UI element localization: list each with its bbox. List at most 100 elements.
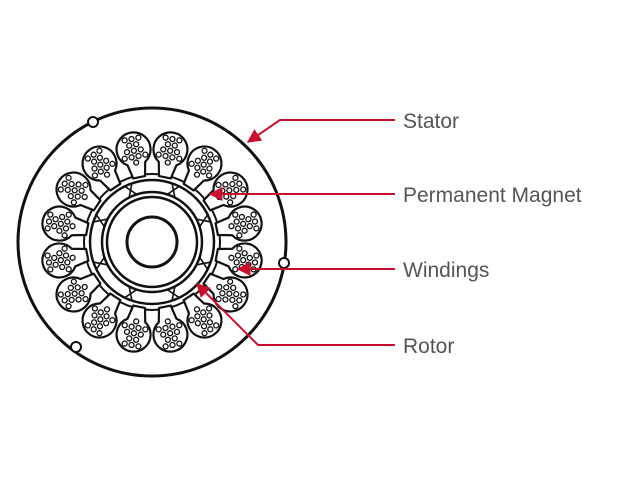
wire-strand (44, 252, 51, 259)
wire-strand (164, 318, 171, 325)
winding-slot (41, 205, 90, 242)
wire-strand (61, 232, 68, 239)
wire-strand (253, 252, 260, 259)
slot-outline (55, 171, 102, 212)
wire-strand (135, 343, 142, 350)
wire-strand (230, 284, 237, 291)
wire-strand (228, 254, 235, 261)
wire-strand (246, 222, 253, 230)
wire-strand (96, 323, 104, 330)
wire-strand (194, 164, 201, 171)
wire-bundle (57, 174, 89, 206)
wire-strand (232, 266, 239, 273)
wire-strand (160, 331, 167, 338)
wire-strand (222, 181, 229, 188)
wire-strand (64, 259, 71, 266)
magnet-segment-divider (93, 256, 108, 270)
wire-bundle (57, 278, 89, 310)
wire-strand (166, 147, 174, 154)
wire-strand (61, 245, 68, 252)
rotor (105, 195, 199, 289)
wire-strand (97, 316, 104, 323)
wire-strand (67, 193, 74, 200)
wire-strand (132, 336, 140, 343)
winding-slot (152, 131, 189, 180)
wire-strand (65, 174, 72, 181)
wire-strand (91, 165, 98, 172)
wire-strand (61, 297, 68, 304)
wire-strand (223, 284, 230, 291)
wire-strand (201, 147, 208, 154)
wire-strand (128, 154, 135, 161)
wire-strand (90, 326, 97, 333)
wire-strand (57, 186, 64, 193)
wire-strand (200, 168, 207, 175)
wire-strand (227, 199, 234, 206)
wire-strand (169, 323, 176, 330)
slot-outline (182, 145, 223, 192)
wire-strand (81, 193, 88, 201)
wire-strand (47, 211, 54, 218)
magnet-segment-divider (196, 214, 211, 228)
wire-strand (213, 155, 220, 162)
wire-strand (90, 158, 98, 165)
wire-strand (90, 319, 98, 326)
wire-strand (65, 303, 72, 310)
wire-strand (44, 225, 51, 232)
wire-strand (123, 328, 131, 335)
stator-label: Stator (403, 110, 459, 133)
wire-strand (56, 227, 63, 234)
wire-strand (91, 172, 99, 179)
wire-strand (162, 324, 169, 332)
wire-strand (193, 306, 201, 313)
wire-bundle (155, 134, 183, 166)
wire-bundle (121, 134, 149, 166)
wire-strand (193, 171, 201, 178)
wire-strand (245, 216, 252, 223)
wire-strand (52, 261, 59, 268)
wire-strand (56, 250, 63, 257)
wire-strand (171, 142, 178, 149)
wire-strand (90, 151, 97, 158)
wire-strand (173, 328, 181, 335)
wire-strand (75, 181, 82, 188)
wire-strand (45, 259, 53, 266)
wire-strand (251, 259, 259, 266)
wire-strand (164, 141, 172, 148)
wire-strand (75, 296, 82, 303)
winding-slot (115, 131, 152, 180)
callouts: Stator Permanent Magnet Windings Rotor (196, 110, 582, 358)
wire-strand (64, 186, 71, 194)
wire-strand (205, 172, 213, 179)
wire-strand (226, 290, 233, 297)
wire-strand (103, 313, 110, 320)
wire-strand (68, 180, 75, 188)
winding-slot (202, 272, 249, 313)
wire-strand (236, 180, 243, 187)
rotor-leader (196, 283, 395, 346)
wire-strand (65, 211, 72, 218)
wire-strand (121, 322, 128, 329)
wire-strand (51, 254, 58, 262)
wire-strand (74, 193, 81, 200)
wire-strand (164, 336, 172, 343)
wire-strand (135, 324, 142, 332)
magnet-segment-divider (166, 183, 180, 198)
wire-strand (132, 141, 140, 148)
windings-label: Windings (403, 259, 489, 282)
wire-strand (51, 222, 58, 230)
wire-strand (103, 306, 111, 313)
winding-slot (55, 171, 102, 212)
wire-strand (173, 149, 181, 156)
wire-strand (233, 186, 240, 194)
wire-strand (84, 322, 91, 329)
winding-slot (182, 292, 223, 339)
wire-strand (78, 187, 85, 194)
wire-strand (59, 263, 66, 271)
wire-strand (142, 326, 149, 333)
magnet-segment-divider (166, 286, 180, 301)
wire-bundle (121, 318, 149, 350)
winding-slot (41, 242, 90, 279)
wire-strand (233, 218, 240, 225)
